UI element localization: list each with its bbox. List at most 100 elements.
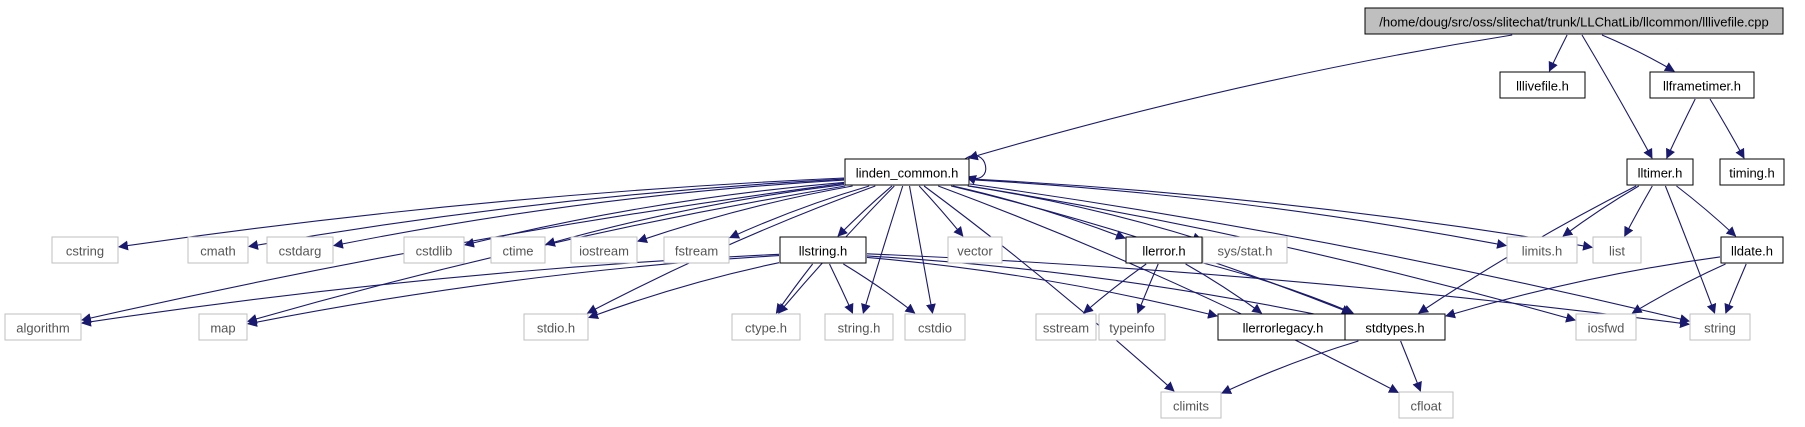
edge-lltimer_h-to-string xyxy=(1664,185,1717,314)
node-box xyxy=(403,236,465,264)
edge-stdtypes_h-to-cfloat xyxy=(1400,340,1422,392)
node-llerror-h[interactable]: llerror.h xyxy=(1125,236,1203,264)
node-label: linden_common.h xyxy=(856,166,959,181)
node-box xyxy=(1398,391,1454,419)
edge-linden_common_h-to-cstdio xyxy=(908,185,936,314)
node-vector: vector xyxy=(947,236,1003,264)
edge-linden_common_h-to-string_h xyxy=(861,185,904,314)
edge-linden_common_h-to-string xyxy=(969,183,1690,324)
node-label: cstdlib xyxy=(416,244,453,259)
node-iostream: iostream xyxy=(570,236,638,264)
node-label: cstring xyxy=(66,244,104,259)
node-cfloat: cfloat xyxy=(1398,391,1454,419)
node-box xyxy=(731,313,801,341)
node-timing-h[interactable]: timing.h xyxy=(1719,158,1785,186)
node-label: vector xyxy=(957,244,993,259)
edge-linden_common_h-to-llstring_h xyxy=(837,185,893,237)
node-cmath: cmath xyxy=(187,236,249,264)
edge-linden_common_h-to-climits xyxy=(923,185,1175,392)
edge-lldate_h-to-iosfwd xyxy=(1631,263,1726,314)
node-label: cfloat xyxy=(1410,399,1441,414)
edge-linden_common_h-to-stdio_h xyxy=(586,185,876,314)
edge-root-to-lllivefile_h xyxy=(1548,34,1568,72)
edge-linden_common_h-to-linden_common_h xyxy=(964,154,987,185)
edge-llstring_h-to-llerrorlegacy_h xyxy=(866,256,1218,319)
node-box xyxy=(523,313,589,341)
node-sys-stat-h: sys/stat.h xyxy=(1202,236,1288,264)
node-box xyxy=(490,236,546,264)
edge-llstring_h-to-stdio_h xyxy=(588,262,780,320)
edge-linden_common_h-to-vector xyxy=(918,185,964,237)
edge-layer xyxy=(81,34,1747,394)
edge-lldate_h-to-stdtypes_h xyxy=(1445,256,1721,319)
node-root: /home/doug/src/oss/slitechat/trunk/LLCha… xyxy=(1364,7,1784,35)
node-cstdio: cstdio xyxy=(904,313,966,341)
edge-linden_common_h-to-cfloat xyxy=(938,185,1399,393)
node-cstring: cstring xyxy=(51,236,119,264)
node-linden-common-h[interactable]: linden_common.h xyxy=(844,158,970,186)
node-box xyxy=(1160,391,1222,419)
node-climits: climits xyxy=(1160,391,1222,419)
edge-llstring_h-to-string_h xyxy=(829,263,854,314)
node-box xyxy=(1364,7,1784,35)
node-cstdlib: cstdlib xyxy=(403,236,465,264)
node-label: typeinfo xyxy=(1109,321,1155,336)
node-box xyxy=(1626,158,1694,186)
node-stdtypes-h[interactable]: stdtypes.h xyxy=(1344,313,1446,341)
node-label: iostream xyxy=(579,244,629,259)
node-label: stdio.h xyxy=(537,321,575,336)
edge-llstring_h-to-cstdio xyxy=(843,263,916,314)
node-box xyxy=(844,158,970,186)
node-lldate-h[interactable]: lldate.h xyxy=(1720,236,1784,264)
node-label: cstdio xyxy=(918,321,952,336)
node-box xyxy=(51,236,119,264)
node-lllivefile-h[interactable]: lllivefile.h xyxy=(1499,71,1586,99)
node-label: cmath xyxy=(200,244,235,259)
node-box xyxy=(1217,313,1349,341)
edge-linden_common_h-to-fstream xyxy=(729,185,870,239)
node-label: stdtypes.h xyxy=(1365,321,1424,336)
node-llerrorlegacy-h[interactable]: llerrorlegacy.h xyxy=(1217,313,1349,341)
edge-linden_common_h-to-ctime xyxy=(545,184,845,247)
node-label: cstdarg xyxy=(279,244,322,259)
node-box xyxy=(1689,313,1751,341)
edge-lltimer_h-to-lldate_h xyxy=(1676,185,1737,237)
node-label: list xyxy=(1609,244,1625,259)
edge-linden_common_h-to-cmath xyxy=(248,178,845,250)
edge-llerror_h-to-typeinfo xyxy=(1136,263,1159,314)
edge-linden_common_h-to-list xyxy=(969,178,1593,251)
node-label: string.h xyxy=(838,321,881,336)
node-box xyxy=(1506,236,1578,264)
edge-lltimer_h-to-list xyxy=(1624,185,1653,237)
node-box xyxy=(1098,313,1166,341)
node-label: timing.h xyxy=(1729,166,1775,181)
edge-linden_common_h-to-map xyxy=(247,185,846,324)
node-label: iosfwd xyxy=(1588,321,1625,336)
edge-llframetimer_h-to-timing_h xyxy=(1709,98,1745,159)
node-ctime: ctime xyxy=(490,236,546,264)
edge-root-to-llframetimer_h xyxy=(1601,34,1675,72)
node-box xyxy=(187,236,249,264)
edge-llerror_h-to-sstream xyxy=(1083,263,1147,314)
node-label: llframetimer.h xyxy=(1663,79,1741,94)
node-box xyxy=(266,236,334,264)
edge-lltimer_h-to-limits_h xyxy=(1562,185,1640,237)
node-box xyxy=(1592,236,1642,264)
node-label: llerrorlegacy.h xyxy=(1243,321,1324,336)
edge-llframetimer_h-to-lltimer_h xyxy=(1666,98,1696,159)
node-label: limits.h xyxy=(1522,244,1562,259)
edge-root-to-lltimer_h xyxy=(1581,34,1653,159)
node-llstring-h[interactable]: llstring.h xyxy=(779,236,867,264)
node-lltimer-h[interactable]: lltimer.h xyxy=(1626,158,1694,186)
node-box xyxy=(1575,313,1637,341)
node-string-h: string.h xyxy=(824,313,894,341)
edge-linden_common_h-to-iostream xyxy=(637,185,853,244)
node-llframetimer-h[interactable]: llframetimer.h xyxy=(1649,71,1755,99)
node-box xyxy=(1499,71,1586,99)
node-limits-h: limits.h xyxy=(1506,236,1578,264)
node-box xyxy=(1720,236,1784,264)
node-box xyxy=(904,313,966,341)
node-label: string xyxy=(1704,321,1736,336)
edge-linden_common_h-to-cstdarg xyxy=(333,179,845,249)
